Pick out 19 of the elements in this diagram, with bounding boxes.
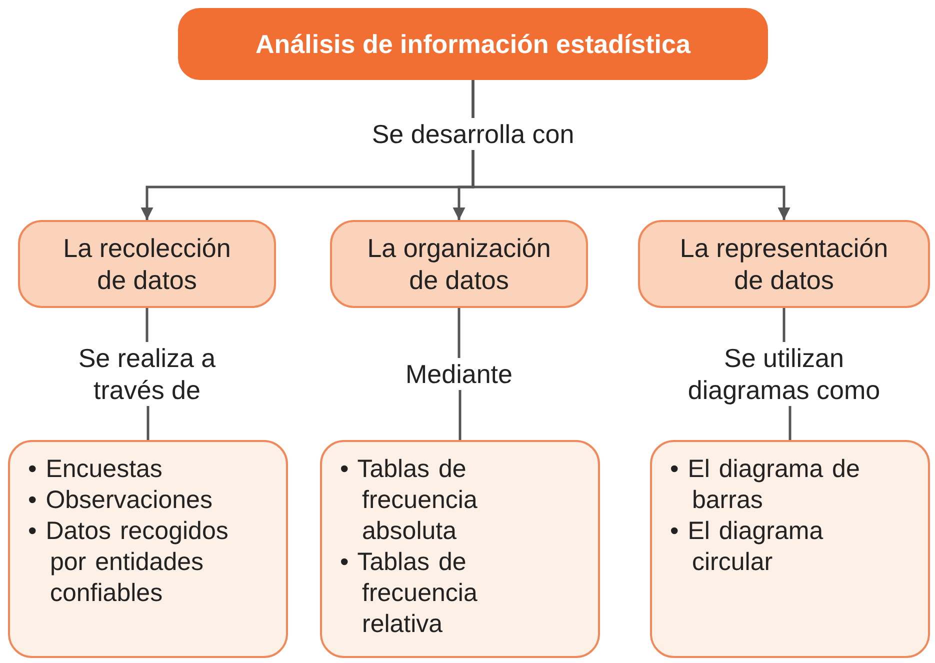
- concept-text: La recolección de datos: [62, 232, 232, 296]
- title-box: [178, 8, 768, 80]
- list-item: • Observaciones: [28, 485, 214, 516]
- connector-arrow: [472, 80, 790, 220]
- concept-text: La organización de datos: [366, 232, 552, 296]
- list-box: [650, 440, 930, 658]
- title-text: Análisis de información estadística: [256, 28, 690, 60]
- concept-text: La representación de datos: [678, 232, 890, 296]
- list-box: [320, 440, 600, 658]
- list-item: • Tablas de frecuencia absoluta: [340, 454, 478, 547]
- concept-box: [638, 220, 930, 308]
- concept-box: [18, 220, 276, 308]
- concept-box: [330, 220, 588, 308]
- list-item: • El diagrama circular: [670, 516, 824, 578]
- list-item: • El diagrama de barras: [670, 454, 861, 516]
- list-item: • Tablas de frecuencia relativa: [340, 547, 478, 640]
- list-item: • Datos recogidos por entidades confiables: [28, 516, 230, 609]
- list-item: • Encuestas: [28, 454, 164, 485]
- list-box: [8, 440, 288, 658]
